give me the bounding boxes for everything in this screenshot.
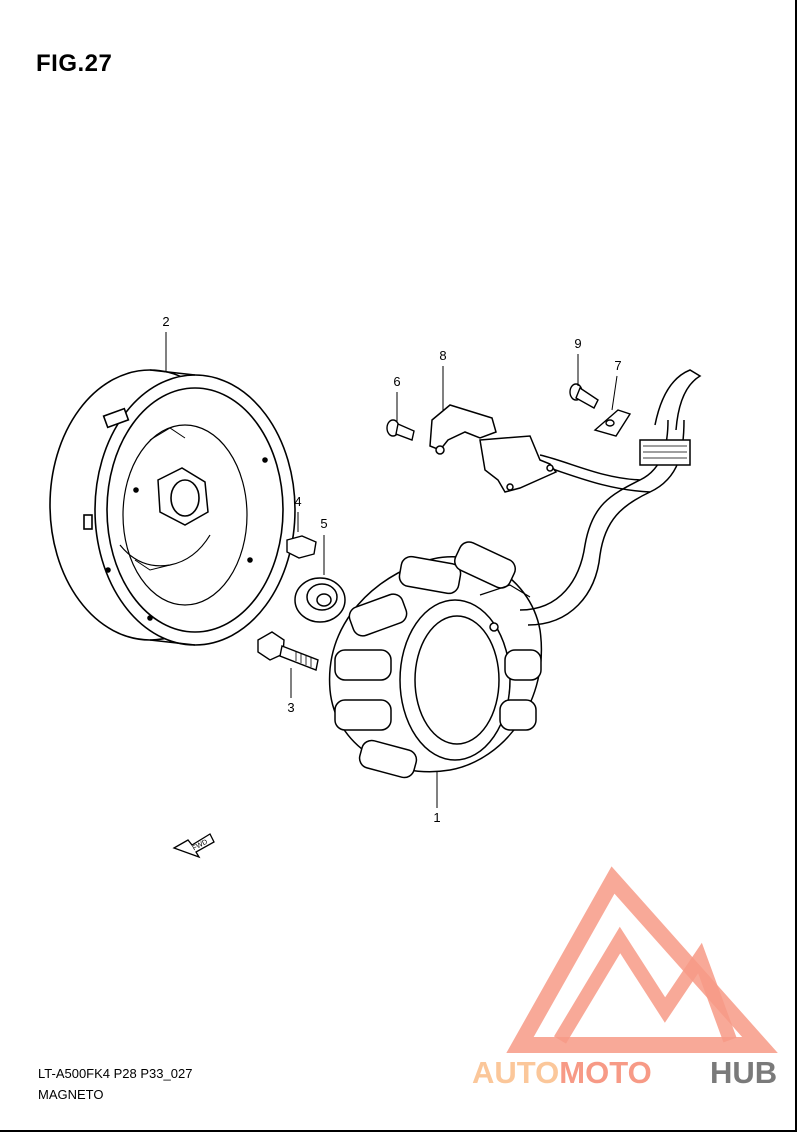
callout-7: 7 xyxy=(614,358,621,373)
clamp xyxy=(593,409,632,437)
callout-8: 8 xyxy=(439,348,446,363)
rotor xyxy=(49,369,296,646)
fwd-arrow: FWD xyxy=(172,833,215,859)
key xyxy=(286,535,317,559)
callout-1: 1 xyxy=(433,810,440,825)
figure-name: MAGNETO xyxy=(38,1087,104,1102)
watermark-logo: AUTOMOTO HUB xyxy=(472,866,778,1090)
callout-4: 4 xyxy=(294,494,301,509)
leader-lines xyxy=(165,332,618,808)
callout-3: 3 xyxy=(287,700,294,715)
figure-title: FIG.27 xyxy=(36,50,113,77)
callout-6: 6 xyxy=(393,374,400,389)
callout-5: 5 xyxy=(320,516,327,531)
callout-labels: 1 2 3 4 5 6 7 8 9 xyxy=(162,314,621,825)
callout-9: 9 xyxy=(574,336,581,351)
screw-6 xyxy=(386,419,415,441)
bolt xyxy=(257,631,319,671)
screw-9 xyxy=(569,383,599,409)
watermark-text-2: HUB xyxy=(710,1055,777,1090)
figure-code: LT-A500FK4 P28 P33_027 xyxy=(38,1066,193,1081)
watermark-text-1: AUTOMOTO xyxy=(472,1055,652,1090)
sensor-bracket xyxy=(429,404,558,493)
wiring-harness xyxy=(519,369,702,626)
washer xyxy=(294,577,346,623)
callout-2: 2 xyxy=(162,314,169,329)
stator xyxy=(328,541,543,779)
